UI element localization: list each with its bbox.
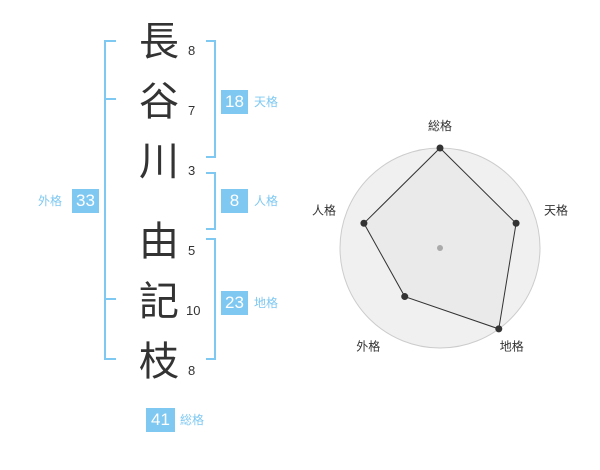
radar-axis-label-3: 地格: [500, 339, 524, 354]
name-char-2: 谷: [139, 79, 179, 125]
radar-point-人格: [360, 219, 368, 227]
radar-points: [360, 144, 520, 333]
stroke-count-3: 3: [188, 163, 196, 178]
stroke-count-6: 8: [188, 363, 196, 378]
gaikaku-label: 外格: [38, 194, 63, 208]
radar-point-地格: [495, 325, 503, 333]
stroke-count-1: 8: [188, 43, 196, 58]
radar-axis-label-1: 総格: [428, 118, 452, 133]
tenkaku-value-badge: 18: [221, 90, 248, 114]
name-char-3: 川: [139, 139, 179, 185]
stroke-count-4: 5: [188, 243, 196, 258]
chikaku-value-badge: 23: [221, 291, 248, 315]
gaikaku-value-badge: 33: [72, 189, 99, 213]
radar-point-外格: [401, 293, 409, 301]
name-char-4: 由: [139, 219, 179, 265]
chikaku-label: 地格: [254, 296, 279, 310]
radar-axis-label-2: 天格: [544, 202, 568, 217]
name-char-5: 記: [139, 279, 179, 325]
jinkaku-value-badge: 8: [221, 189, 248, 213]
radar-axis-label-5: 人格: [312, 202, 336, 217]
soukaku-label: 総格: [180, 413, 205, 427]
radar-data-polygon: [363, 147, 517, 330]
stroke-count-5: 10: [186, 303, 201, 318]
name-char-6: 枝: [139, 339, 179, 385]
radar-point-総格: [436, 144, 444, 152]
tenkaku-label: 天格: [254, 95, 279, 109]
name-char-1: 長: [139, 19, 179, 65]
stroke-count-2: 7: [188, 103, 196, 118]
radar-axis-label-4: 外格: [356, 339, 380, 354]
radar-point-天格: [512, 219, 520, 227]
jinkaku-label: 人格: [254, 194, 279, 208]
radar-center-dot: [437, 245, 443, 251]
soukaku-value-badge: 41: [146, 408, 175, 432]
